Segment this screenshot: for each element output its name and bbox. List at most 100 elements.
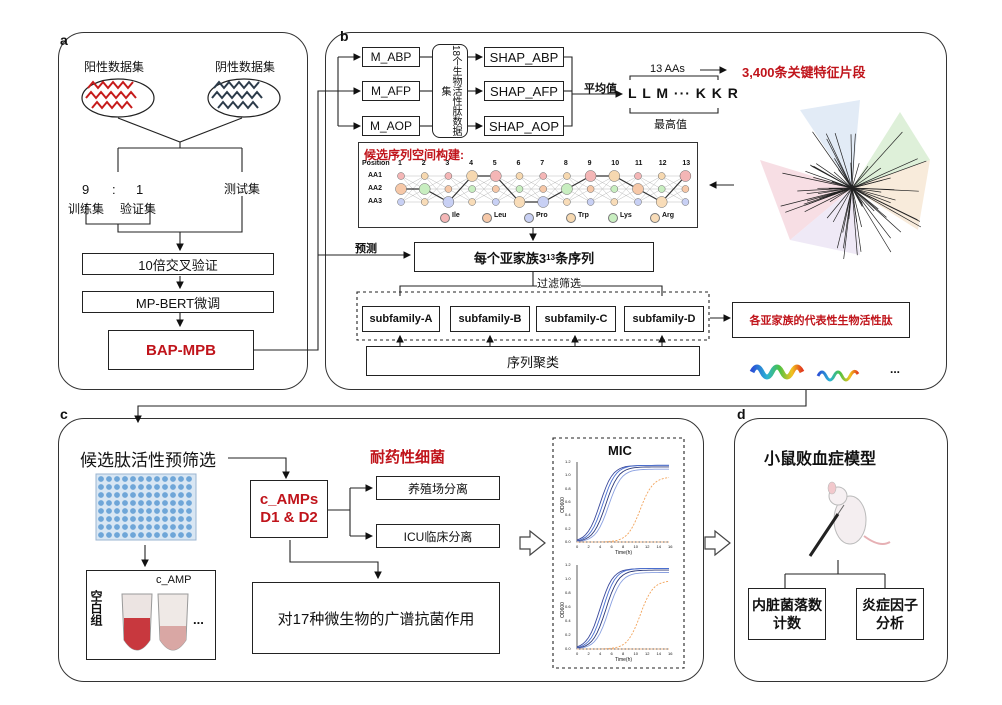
- residue-node: [397, 172, 405, 180]
- position-7-label: 7: [540, 160, 545, 167]
- panel-d-label: d: [737, 406, 746, 422]
- broad-spectrum-box: 对17种微生物的广谱抗菌作用: [252, 582, 500, 654]
- plate-well: [138, 500, 144, 506]
- organ-colony-line1: 内脏菌落数: [752, 597, 822, 613]
- plate-well: [138, 492, 144, 498]
- mic-x-tick: 8: [622, 544, 625, 549]
- legend-swatch-trp: [566, 213, 576, 223]
- grid-title: 候选序列空间构建:: [364, 148, 464, 162]
- plate-well: [130, 532, 136, 538]
- legend-swatch-lys: [608, 213, 618, 223]
- mic-x-label: Time(h): [615, 550, 633, 556]
- residue-node: [490, 170, 502, 182]
- mic-x-tick: 8: [622, 651, 625, 656]
- key-sequence: L L M ··· K K R: [628, 85, 739, 101]
- tree-branch: [828, 187, 853, 190]
- legend-label-pro: Pro: [536, 212, 548, 219]
- residue-node: [515, 172, 524, 180]
- grid-edge: [590, 188, 615, 203]
- plate-well: [154, 476, 160, 482]
- mic-x-tick: 6: [610, 651, 613, 656]
- icu-isolates-box: ICU临床分离: [376, 524, 500, 548]
- residue-node: [442, 196, 455, 208]
- tube-right-label: c_AMP: [156, 574, 192, 586]
- plate-well: [170, 484, 176, 490]
- residue-node: [608, 170, 621, 182]
- plate-well: [170, 508, 176, 514]
- tree-branch: [851, 187, 858, 223]
- plate-well: [114, 500, 120, 506]
- tree-branch: [850, 134, 853, 189]
- plate-well: [146, 532, 152, 538]
- mic-y-tick: 0.8: [565, 590, 571, 595]
- shap-aop-box: SHAP_AOP: [484, 116, 564, 136]
- representative-peptides-box: 各亚家族的代表性生物活性肽: [732, 302, 910, 338]
- plate-well: [106, 484, 112, 490]
- subfamily-a-box: subfamily-A: [362, 306, 440, 332]
- mic-y-tick: 1.2: [565, 562, 571, 567]
- per-subfamily-tail: 条序列: [555, 250, 595, 266]
- mic-y-tick: 1.0: [565, 472, 571, 478]
- plate-well: [186, 484, 192, 490]
- grid-edge: [543, 175, 568, 203]
- mic-y-tick: 0.4: [565, 512, 571, 518]
- legend-swatch-pro: [524, 213, 534, 223]
- legend-swatch-ile: [440, 213, 450, 223]
- mic-y-tick: 0.8: [565, 485, 571, 491]
- tree-branch: [851, 187, 891, 204]
- plate-well: [122, 524, 128, 530]
- residue-node: [657, 185, 666, 193]
- m-afp-box: M_AFP: [362, 81, 420, 101]
- organ-colony-line2: 计数: [773, 615, 801, 631]
- residue-node: [513, 196, 526, 208]
- tree-branch: [851, 187, 882, 193]
- subfamily-b-box: subfamily-B: [450, 306, 530, 332]
- plate-well: [106, 532, 112, 538]
- residue-node: [492, 185, 500, 193]
- mic-y-tick: 0.0: [565, 646, 571, 651]
- positive-dataset-label: 阳性数据集: [84, 60, 145, 74]
- plate-well: [170, 524, 176, 530]
- plate-well: [178, 524, 184, 530]
- panel-a-label: a: [60, 32, 68, 48]
- tree-branch: [829, 187, 853, 202]
- plate-well: [186, 500, 192, 506]
- tree-branch: [851, 187, 896, 201]
- residue-node: [537, 196, 549, 208]
- mic-x-tick: 10: [633, 544, 638, 549]
- plate-well: [154, 500, 160, 506]
- plate-well: [162, 508, 168, 514]
- resistant-bacteria-label: 耐药性细菌: [370, 449, 446, 466]
- plate-well: [130, 516, 136, 522]
- tree-branch: [833, 171, 853, 189]
- plate-well: [178, 484, 184, 490]
- position-13-label: 13: [682, 160, 691, 167]
- tree-branch: [831, 181, 853, 189]
- tree-branch: [851, 187, 919, 192]
- position-4-label: 4: [469, 160, 473, 167]
- grid-edge: [471, 175, 496, 203]
- position-12-label: 12: [658, 160, 667, 167]
- position-1-label: 1: [398, 160, 402, 167]
- plate-well: [154, 484, 160, 490]
- plate-well: [122, 492, 128, 498]
- mic-x-tick: 4: [599, 544, 602, 549]
- plate-well: [186, 492, 192, 498]
- plate-well: [138, 476, 144, 482]
- tree-branch: [826, 187, 853, 219]
- mic-growth-curve: [576, 568, 669, 649]
- mic-x-tick: 16: [668, 544, 673, 549]
- cytokine-analysis-box: 炎症因子 分析: [856, 588, 924, 640]
- tree-branch: [851, 187, 871, 198]
- sequence-clustering-box: 序列聚类: [366, 346, 700, 376]
- per-subfamily-exponent: 13: [546, 252, 556, 262]
- position-8-label: 8: [563, 160, 568, 167]
- plate-well: [114, 508, 120, 514]
- residue-node: [561, 183, 573, 195]
- plate-well: [178, 476, 184, 482]
- legend-label-leu: Leu: [494, 212, 507, 219]
- plate-well: [114, 532, 120, 538]
- plate-well: [154, 508, 160, 514]
